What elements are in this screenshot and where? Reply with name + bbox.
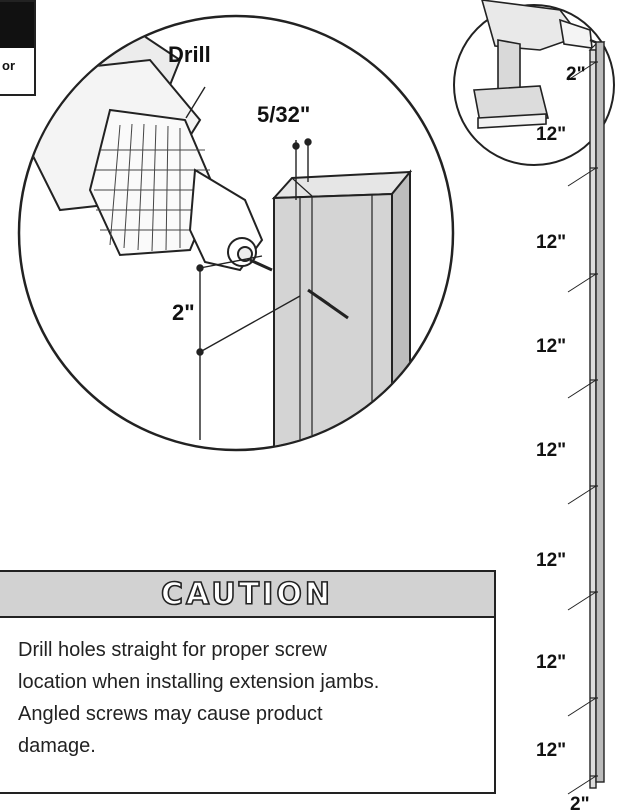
leader-line <box>567 167 597 187</box>
section-tab-text: or <box>2 58 15 73</box>
screw-marks <box>567 61 598 795</box>
caution-line: Angled screws may cause product <box>18 703 323 725</box>
jamb-board <box>271 169 413 449</box>
extension-jamb <box>567 41 606 795</box>
spacing-label: 12" <box>536 336 566 357</box>
caution-line: damage. <box>18 735 96 757</box>
leader-line <box>567 61 597 81</box>
caution-line: location when installing extension jambs… <box>18 671 380 693</box>
leader-line <box>567 591 597 611</box>
caution-panel: CAUTION Drill holes straight for proper … <box>0 570 496 794</box>
spacing-label: 12" <box>536 124 566 145</box>
leader-line <box>567 379 597 399</box>
leader-line <box>567 775 597 795</box>
leader-line <box>567 273 597 293</box>
overview-view <box>453 0 615 166</box>
offset-label: 5/32" <box>257 102 310 127</box>
jamb-bottom-label: 2" <box>570 794 590 812</box>
detail-view: Drill 5/32" 2" <box>17 14 455 452</box>
section-tab-bar <box>0 2 34 48</box>
caution-body: Drill holes straight for proper screw lo… <box>0 618 494 762</box>
spacing-label: 12" <box>536 440 566 461</box>
caution-header: CAUTION <box>0 572 494 618</box>
caution-line: Drill holes straight for proper screw <box>18 639 327 661</box>
spacing-label: 12" <box>536 652 566 673</box>
section-tab: or <box>0 0 36 96</box>
spacing-label: 12" <box>536 232 566 253</box>
leader-line <box>567 485 597 505</box>
spacing-label: 12" <box>536 550 566 571</box>
depth-label: 2" <box>172 300 195 325</box>
drill-label: Drill <box>168 42 211 67</box>
dimension-lines <box>185 86 312 440</box>
spacing-label: 12" <box>536 740 566 761</box>
drill-icon <box>473 0 601 129</box>
spacing-labels: 12" 12" 12" 12" 12" 12" 12" <box>536 124 566 761</box>
jamb-top-label: 2" <box>566 64 586 85</box>
caution-title: CAUTION <box>160 576 333 613</box>
leader-line <box>567 697 597 717</box>
